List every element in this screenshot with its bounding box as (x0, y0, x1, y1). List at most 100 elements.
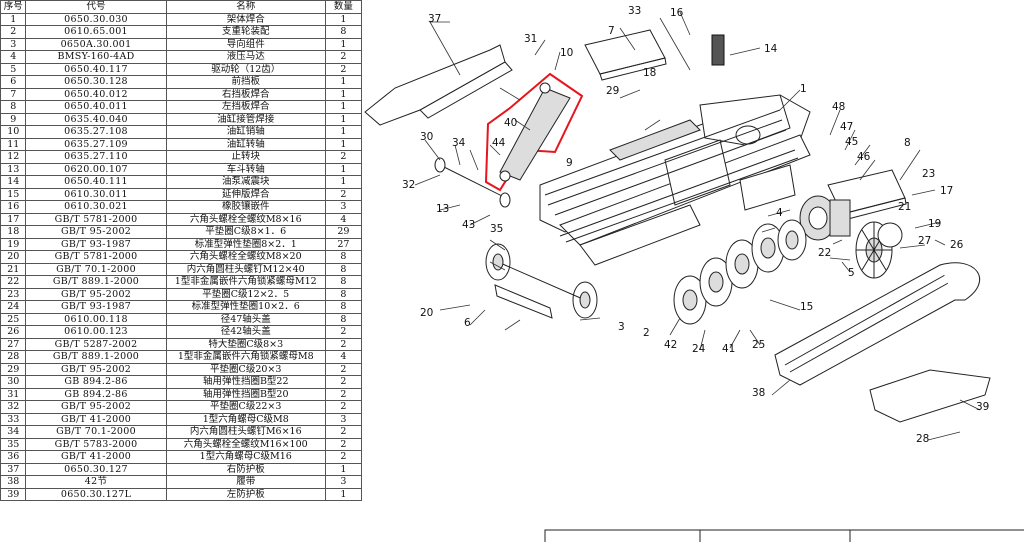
part-labels: 37 31 10 7 33 16 14 18 29 1 48 47 45 46 … (402, 5, 989, 445)
cell-index: 26 (0, 325, 27, 339)
cell-name: 右挡板焊合 (165, 87, 326, 101)
cell-qty: 1 (324, 137, 362, 151)
cell-name: 六角头螺栓全螺纹M16×100 (165, 437, 326, 451)
cell-qty: 2 (324, 437, 362, 451)
cell-qty: 8 (324, 275, 362, 289)
label-28: 28 (916, 433, 929, 445)
cell-code: GB/T 93-1987 (25, 300, 167, 314)
cell-code: 0650.30.127 (25, 462, 167, 476)
cell-name: 轴用弹性挡圈B型20 (165, 387, 326, 401)
cell-qty: 8 (324, 25, 362, 39)
label-46: 46 (857, 151, 871, 163)
cell-qty: 1 (324, 37, 362, 51)
cell-name: 车斗转轴 (165, 162, 326, 176)
header-index: 序号 (0, 0, 27, 14)
cell-qty: 2 (324, 425, 362, 439)
cell-code: GB/T 95-2002 (25, 400, 167, 414)
highlighted-cylinder-group (484, 72, 584, 192)
cell-code: 0650.30.127L (25, 487, 167, 501)
cell-name: 左防护板 (165, 487, 326, 501)
label-15: 15 (800, 301, 813, 313)
label-3: 3 (618, 321, 625, 333)
road-wheels (673, 219, 807, 325)
cell-name: 1型六角螺母C级M16 (165, 450, 326, 464)
label-16: 16 (670, 7, 684, 19)
cell-qty: 8 (324, 262, 362, 276)
cell-qty: 1 (324, 12, 362, 26)
label-10: 10 (560, 47, 573, 59)
cell-code: GB/T 95-2002 (25, 362, 167, 376)
label-29: 29 (606, 85, 619, 97)
cell-index: 13 (0, 162, 27, 176)
cell-name: 1型非金属嵌件六角锁紧螺母M12 (165, 275, 326, 289)
cell-name: 径42轴头盖 (165, 325, 326, 339)
cell-qty: 2 (324, 325, 362, 339)
cell-index: 20 (0, 250, 27, 264)
cell-code: GB/T 70.1-2000 (25, 262, 167, 276)
cell-code: 0635.40.040 (25, 112, 167, 126)
cell-index: 17 (0, 212, 27, 226)
cell-index: 4 (0, 50, 27, 64)
cell-index: 32 (0, 400, 27, 414)
cell-index: 19 (0, 237, 27, 251)
cell-name: 油缸接管焊接 (165, 112, 326, 126)
cell-qty: 2 (324, 187, 362, 201)
label-48: 48 (832, 101, 845, 113)
label-18: 18 (643, 67, 656, 79)
cell-name: 六角头螺栓全螺纹M8×20 (165, 250, 326, 264)
cell-qty: 2 (324, 450, 362, 464)
cell-code: 0610.30.021 (25, 200, 167, 214)
cell-qty: 8 (324, 250, 362, 264)
label-43: 43 (462, 219, 475, 231)
cell-name: 油泵减震块 (165, 175, 326, 189)
cell-name: 导向组件 (165, 37, 326, 51)
cell-name: 左挡板焊合 (165, 100, 326, 114)
cell-name: 架体焊合 (165, 12, 326, 26)
cell-qty: 2 (324, 400, 362, 414)
cell-index: 10 (0, 125, 27, 139)
cell-code: 0650A.30.001 (25, 37, 167, 51)
cell-index: 25 (0, 312, 27, 326)
label-4: 4 (776, 207, 783, 219)
cell-index: 23 (0, 287, 27, 301)
cell-code: GB/T 70.1-2000 (25, 425, 167, 439)
cell-code: 0610.00.123 (25, 325, 167, 339)
label-25: 25 (752, 339, 765, 351)
label-2: 2 (643, 327, 650, 339)
cell-name: 支重轮装配 (165, 25, 326, 39)
label-26: 26 (950, 239, 964, 251)
cell-qty: 1 (324, 100, 362, 114)
cell-code: GB/T 5781-2000 (25, 250, 167, 264)
label-14: 14 (764, 43, 778, 55)
cell-code: GB/T 41-2000 (25, 412, 167, 426)
cell-name: 1型非金属嵌件六角锁紧螺母M8 (165, 350, 326, 364)
cell-qty: 8 (324, 312, 362, 326)
label-5: 5 (848, 267, 855, 279)
cell-code: 0635.27.110 (25, 150, 167, 164)
label-35: 35 (490, 223, 503, 235)
label-27: 27 (918, 235, 931, 247)
label-33: 33 (628, 5, 641, 17)
cell-code: 0650.40.011 (25, 100, 167, 114)
cell-index: 16 (0, 200, 27, 214)
label-30: 30 (420, 131, 433, 143)
cell-name: 平垫圈C级22×3 (165, 400, 326, 414)
cell-index: 11 (0, 137, 27, 151)
cell-index: 22 (0, 275, 27, 289)
